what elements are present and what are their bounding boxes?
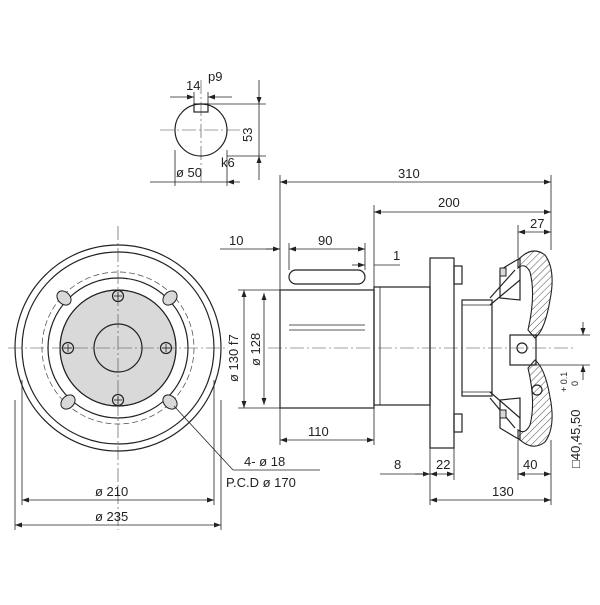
length-310-label: 310 <box>398 166 420 181</box>
square-tol-upper: + 0.1 <box>559 372 569 392</box>
front-view: 4- ø 18 P.C.D ø 170 ø 210 ø 235 <box>8 226 320 530</box>
length-200-label: 200 <box>438 195 460 210</box>
dia-130-label: ø 130 f7 <box>226 334 241 382</box>
shaft-section-detail: 14 p9 53 ø 50 k6 <box>150 69 266 186</box>
square-tol-lower: 0 <box>570 381 580 386</box>
keyway-depth-label: 53 <box>240 128 255 142</box>
mounting-holes <box>56 290 178 410</box>
flange-plate <box>429 257 455 449</box>
gap-8-label: 8 <box>394 457 401 472</box>
shaft-body <box>279 289 375 409</box>
handwheel-rim-top <box>517 250 553 339</box>
pcd-label: P.C.D ø 170 <box>226 475 296 490</box>
screws <box>61 289 173 407</box>
holes-label: 4- ø 18 <box>244 454 285 469</box>
length-130-label: 130 <box>492 484 514 499</box>
rim-40-label: 40 <box>523 457 537 472</box>
shaft-tol-label: k6 <box>221 155 235 170</box>
keyway-width-label: 14 <box>186 78 200 93</box>
dia-128-label: ø 128 <box>248 333 263 366</box>
dia-210-label: ø 210 <box>95 484 128 499</box>
handwheel-rim-bottom <box>517 359 553 447</box>
shaft-dia-label: ø 50 <box>176 165 202 180</box>
offset-10-label: 10 <box>229 233 243 248</box>
gap-1-label: 1 <box>393 248 400 263</box>
flange-22-label: 22 <box>436 457 450 472</box>
dia-235-label: ø 235 <box>95 509 128 524</box>
width-27-label: 27 <box>530 216 544 231</box>
length-110-label: 110 <box>308 424 329 439</box>
side-view: 310 200 27 10 90 1 ø 130 f7 ø 128 110 <box>220 166 590 505</box>
keyway-tol-label: p9 <box>208 69 222 84</box>
key-90-label: 90 <box>318 233 332 248</box>
key-slot-top <box>288 269 366 285</box>
square-label: □40,45,50 <box>568 410 583 468</box>
